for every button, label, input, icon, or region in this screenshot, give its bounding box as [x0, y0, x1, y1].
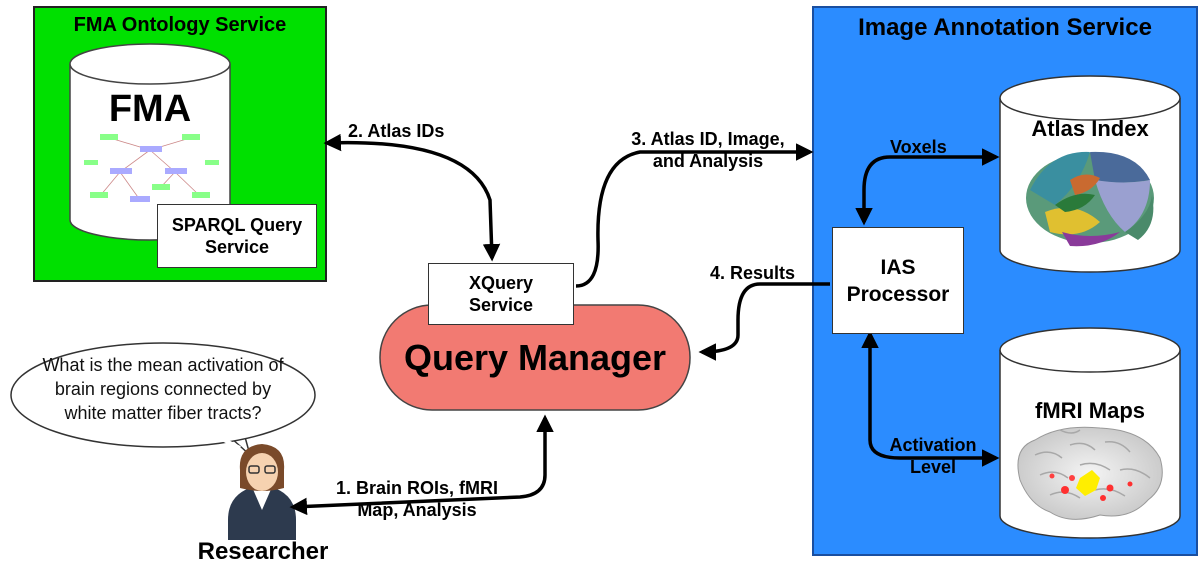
image-annotation-service-title: Image Annotation Service — [858, 14, 1152, 41]
xquery-service-label: XQuery Service — [468, 273, 534, 315]
ias-processor-label: IAS Processor — [846, 256, 950, 306]
researcher-label: Researcher — [197, 538, 329, 565]
atlas-brain-image — [1026, 151, 1154, 247]
arrow-brain-rois — [289, 414, 554, 516]
ias-processor-box — [832, 227, 964, 334]
fmri-maps-label: fMRI Maps — [1035, 398, 1145, 423]
arrow-atlas-id-image-analysis — [575, 143, 814, 288]
sparql-query-service-label: SPARQL Query Service — [171, 215, 303, 257]
fma-database-label: FMA — [108, 88, 192, 130]
edge-label-activation-level: Activation Level — [889, 435, 977, 477]
arrow-activation-level — [861, 330, 1000, 467]
speech-bubble-shape — [10, 342, 316, 458]
fma-ontology-service-title: FMA Ontology Service — [73, 14, 287, 36]
edge-label-atlas-ids: 2. Atlas IDs — [348, 121, 445, 141]
atlas-index-label: Atlas Index — [1031, 116, 1149, 141]
arrow-results — [698, 282, 830, 361]
edge-label-brain-rois: 1. Brain ROIs, fMRI Map, Analysis — [335, 478, 499, 520]
xquery-service-box — [428, 263, 574, 325]
speech-bubble-text: What is the mean activation of brain reg… — [42, 355, 284, 423]
fmri-brain-image — [1017, 426, 1163, 520]
edge-label-atlas-id-image-analysis: 3. Atlas ID, Image, and Analysis — [631, 129, 785, 171]
arrow-atlas-ids — [323, 133, 501, 262]
sparql-query-service-box — [157, 204, 317, 268]
edge-label-results: 4. Results — [710, 263, 796, 283]
query-manager-label: Query Manager — [403, 337, 667, 378]
edge-label-voxels: Voxels — [890, 137, 947, 157]
ontology-graph-thumbnail — [84, 134, 219, 202]
researcher-avatar — [228, 444, 296, 540]
arrow-voxels — [855, 148, 1000, 226]
